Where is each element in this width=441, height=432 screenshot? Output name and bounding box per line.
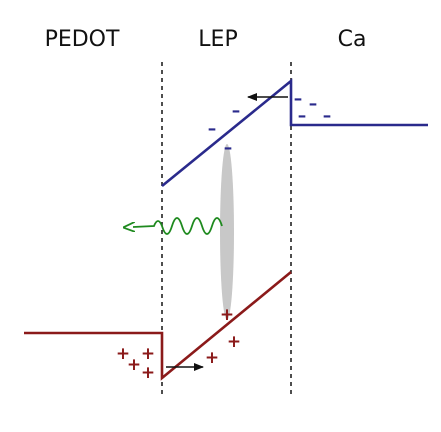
photon-emission-wave [133,217,223,235]
pedot-label: PEDOT [45,27,120,52]
electron-charge: – [224,138,233,158]
ca-label: Ca [338,27,367,52]
electron-carriers: – – – – – – – [208,89,332,158]
exciton-ellipse [220,144,234,320]
hole-charge: + [127,355,141,375]
hole-charge: + [220,305,234,325]
hole-charge: + [141,344,155,364]
hole-charge: + [141,363,155,383]
electron-charge: – [309,94,318,114]
lep-label: LEP [198,27,237,52]
electron-charge: – [232,101,241,121]
electron-charge: – [298,106,307,126]
hole-charge: + [116,344,130,364]
electron-charge: – [208,119,217,139]
lumo-band-line [161,78,428,188]
hole-charge: + [227,332,241,352]
hole-carriers: + + + + + + + [116,305,241,383]
homo-band-line [24,270,292,381]
electron-charge: – [323,106,332,126]
electron-charge: – [294,89,303,109]
hole-charge: + [205,348,219,368]
